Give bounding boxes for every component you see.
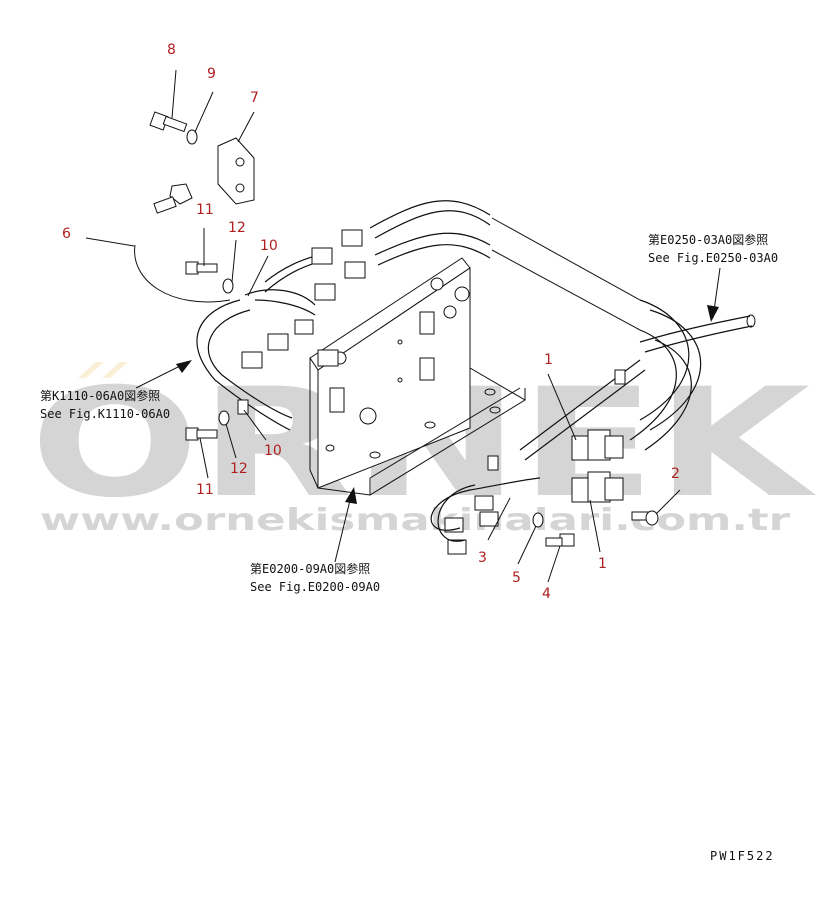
drawing-code: PW1F522 xyxy=(710,849,775,863)
callout-6: 6 xyxy=(62,226,71,242)
callout-1-upper: 1 xyxy=(544,352,553,368)
washer-5 xyxy=(532,512,544,528)
bolt-8 xyxy=(149,111,188,133)
callout-5: 5 xyxy=(512,570,521,586)
sensor-6 xyxy=(153,183,193,214)
callout-10-lower: 10 xyxy=(264,443,282,459)
callout-2: 2 xyxy=(671,466,680,482)
connectors xyxy=(237,229,541,555)
callout-12-lower: 12 xyxy=(230,461,248,477)
plate-7 xyxy=(217,137,255,205)
callout-3: 3 xyxy=(478,550,487,566)
bolt-11-lower xyxy=(185,427,218,441)
callout-1-lower: 1 xyxy=(598,556,607,572)
callout-7: 7 xyxy=(250,90,259,106)
callout-4: 4 xyxy=(542,586,551,602)
callout-8: 8 xyxy=(167,42,176,58)
callout-10-upper: 10 xyxy=(260,238,278,254)
bolt-2 xyxy=(631,510,659,526)
callout-12-upper: 12 xyxy=(228,220,246,236)
washer-12-lower xyxy=(218,410,230,426)
callout-11-upper: 11 xyxy=(196,202,214,218)
washer-9 xyxy=(186,129,198,145)
washer-12-upper xyxy=(222,278,234,294)
bolt-11-upper xyxy=(185,261,218,275)
callout-11-lower: 11 xyxy=(196,482,214,498)
relay-upper xyxy=(571,429,624,461)
callout-9: 9 xyxy=(207,66,216,82)
ref-k1110-jp: 第K1110-06A0図参照 xyxy=(40,388,160,403)
leader-lines xyxy=(85,69,681,583)
ref-k1110-en: See Fig.K1110-06A0 xyxy=(40,407,170,421)
ref-e0200-jp: 第E0200-09A0図参照 xyxy=(250,561,370,576)
ref-e0250-en: See Fig.E0250-03A0 xyxy=(648,251,778,265)
relay-lower xyxy=(571,471,624,503)
ref-e0250-jp: 第E0250-03A0図参照 xyxy=(648,232,768,247)
watermark-url: www.ornekismakinalari.com.tr xyxy=(40,503,790,538)
bracket-plate xyxy=(309,257,526,496)
bolt-4 xyxy=(545,533,575,547)
left-harness xyxy=(134,244,319,431)
reference-arrows xyxy=(135,267,721,563)
ref-e0200-en: See Fig.E0200-09A0 xyxy=(250,580,380,594)
harness-hoses xyxy=(369,200,756,471)
